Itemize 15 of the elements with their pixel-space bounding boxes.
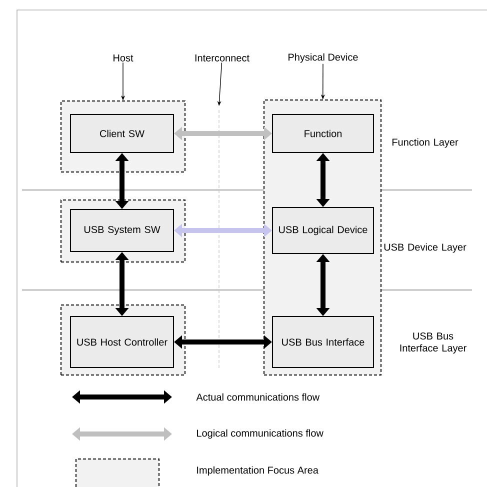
layer-component-box: USB Host Controller <box>70 316 174 368</box>
column-heading: Host <box>114 54 134 62</box>
column-heading: Physical Device <box>288 53 358 63</box>
layer-label: Function Layer <box>392 138 458 148</box>
layer-component-box: USB Logical Device <box>272 207 374 254</box>
layer-component-box: Function <box>272 114 374 153</box>
legend-text: Implementation Focus Area <box>197 466 318 476</box>
layer-component-box: USB Bus Interface <box>272 316 374 368</box>
legend-text: Actual communications flow <box>196 393 320 401</box>
layer-component-box: Client SW <box>70 114 174 153</box>
legend-text: Logical communications flow <box>197 429 324 439</box>
column-heading: Interconnect <box>195 54 250 62</box>
layer-label: USB Device Layer <box>384 243 466 253</box>
layer-label: USB Bus Interface Layer <box>400 332 466 354</box>
layer-component-box: USB System SW <box>70 209 174 252</box>
